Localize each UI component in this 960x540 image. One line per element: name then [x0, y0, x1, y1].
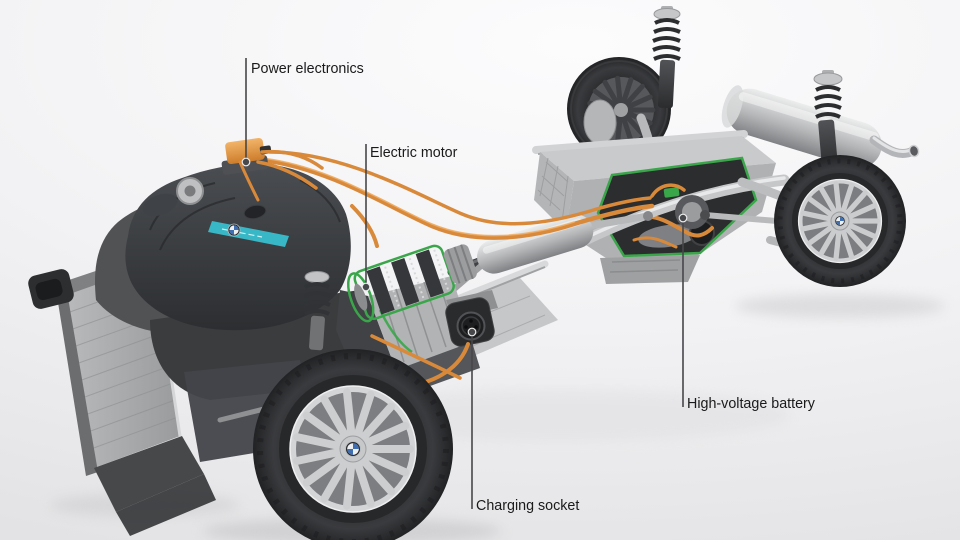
hv-cable-run	[259, 150, 655, 240]
bmw-roundel-icon	[834, 215, 846, 227]
charging-socket-unit	[445, 290, 498, 347]
front-strut	[303, 271, 331, 351]
rear-shock-left	[652, 6, 681, 109]
electric-motor-unit	[346, 244, 477, 323]
bmw-roundel-icon	[345, 441, 361, 457]
front-wheel	[253, 349, 453, 540]
rear-muffler	[721, 85, 882, 169]
rear-wheel	[774, 155, 906, 287]
bmw-roundel-icon	[227, 223, 241, 237]
exhaust-tailpipe	[869, 135, 920, 158]
chassis-rail	[532, 130, 748, 154]
air-intake	[28, 269, 74, 309]
engine	[125, 163, 351, 331]
